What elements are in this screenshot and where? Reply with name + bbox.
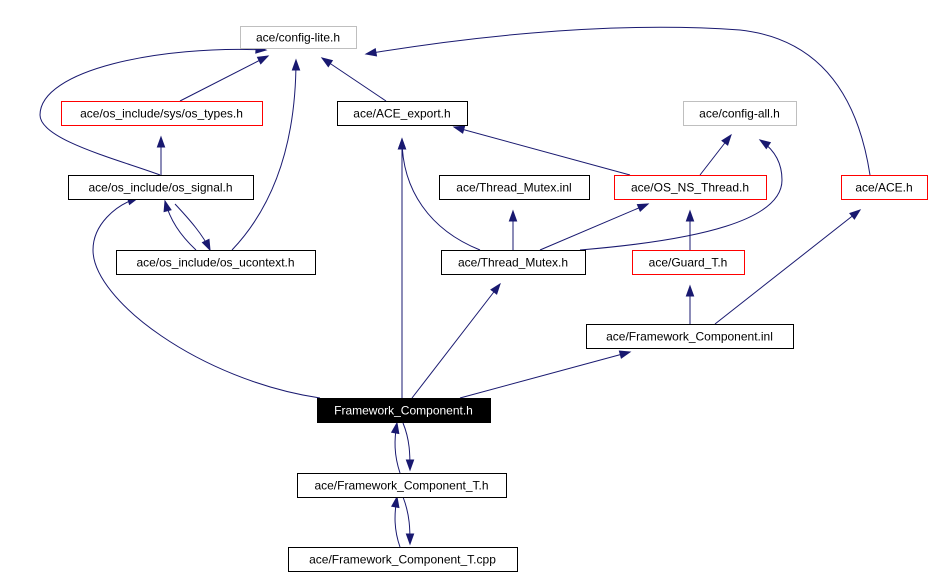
node-label: ace/OS_NS_Thread.h	[631, 181, 749, 195]
node-label: ace/ACE_export.h	[353, 107, 450, 121]
node-box	[614, 175, 767, 200]
edge-os-ucontext-to-config-lite-arrowhead	[291, 58, 301, 71]
node-box	[439, 175, 590, 200]
node-label: Framework_Component.h	[334, 404, 473, 418]
node-label: ace/os_include/os_signal.h	[88, 181, 232, 195]
edge-ace-export-to-config-lite	[321, 57, 387, 102]
node-box	[337, 101, 468, 126]
node-label: ace/Thread_Mutex.inl	[456, 181, 571, 195]
node-label: ace/os_include/sys/os_types.h	[80, 107, 243, 121]
edge-fc-inl-to-ace-h-arrowhead	[849, 209, 862, 220]
node-label: ace/Guard_T.h	[649, 256, 728, 270]
edge-fc-h-to-ace-export-arrowhead	[397, 137, 407, 150]
edge-thread-mutex-h-to-ace-export	[401, 138, 481, 251]
edge-os-ns-thread-to-ace-export	[453, 126, 631, 176]
edge-os-ucontext-to-os-signal-arrowhead	[163, 199, 172, 213]
node-label: ace/Framework_Component.inl	[606, 330, 773, 344]
node-os-ucontext[interactable]: ace/os_include/os_ucontext.h	[116, 250, 316, 275]
edge-os-ucontext-to-config-lite	[231, 59, 297, 251]
edge-fc-h-to-fc-inl-arrowhead	[618, 350, 632, 359]
node-guard-t[interactable]: ace/Guard_T.h	[632, 250, 745, 275]
edge-fc-inl-to-guard-t-arrowhead	[685, 284, 695, 297]
node-label: ace/os_include/os_ucontext.h	[136, 256, 294, 270]
node-thread-mutex-h[interactable]: ace/Thread_Mutex.h	[441, 250, 586, 275]
node-os-types[interactable]: ace/os_include/sys/os_types.h	[61, 101, 263, 126]
edge-os-types-to-config-lite	[179, 55, 269, 102]
node-config-all[interactable]: ace/config-all.h	[683, 101, 797, 126]
node-label: ace/ACE.h	[855, 181, 912, 195]
edge-fc-t-h-to-fc-h-arrowhead	[390, 421, 400, 435]
node-label: ace/Thread_Mutex.h	[458, 256, 568, 270]
node-box	[841, 175, 928, 200]
node-box	[317, 398, 491, 423]
node-box	[68, 175, 254, 200]
node-box	[297, 473, 507, 498]
edge-thread-mutex-h-to-os-ns-thread	[539, 203, 649, 251]
edge-ace-h-to-config-lite-arrowhead	[364, 48, 378, 57]
edge-fc-h-to-thread-mutex-h-arrowhead	[490, 282, 501, 295]
edge-os-ns-thread-to-config-all-arrowhead	[721, 133, 732, 146]
edge-os-signal-to-os-types-arrowhead	[156, 135, 166, 148]
node-fc-t-h[interactable]: ace/Framework_Component_T.h	[297, 473, 507, 498]
edge-fc-h-to-fc-inl	[459, 351, 631, 399]
edge-fc-inl-to-ace-h	[714, 209, 861, 325]
node-box	[240, 26, 357, 49]
node-box	[683, 101, 797, 126]
node-config-lite[interactable]: ace/config-lite.h	[240, 26, 357, 49]
node-label: ace/config-all.h	[699, 107, 780, 121]
node-os-signal[interactable]: ace/os_include/os_signal.h	[68, 175, 254, 200]
edge-fc-t-h-to-fc-t-cpp-arrowhead	[405, 533, 415, 546]
node-ace-h[interactable]: ace/ACE.h	[841, 175, 928, 200]
edge-thread-mutex-h-to-config-all-arrowhead	[758, 139, 772, 150]
node-box	[61, 101, 263, 126]
node-os-ns-thread[interactable]: ace/OS_NS_Thread.h	[614, 175, 767, 200]
node-box	[586, 324, 794, 349]
node-box	[116, 250, 316, 275]
node-label: ace/config-lite.h	[256, 31, 340, 45]
edge-fc-t-cpp-to-fc-t-h-arrowhead	[391, 495, 400, 509]
edge-os-signal-to-config-lite	[39, 48, 267, 176]
node-fc-t-cpp[interactable]: ace/Framework_Component_T.cpp	[288, 547, 518, 572]
edge-ace-export-to-config-lite-arrowhead	[320, 57, 334, 68]
edge-thread-mutex-h-to-config-all	[579, 139, 783, 251]
edge-ace-h-to-config-lite	[365, 26, 871, 176]
edge-os-types-to-config-lite-arrowhead	[256, 55, 270, 65]
edge-thread-mutex-h-to-inl-arrowhead	[508, 209, 518, 222]
edge-thread-mutex-h-to-os-ns-thread-arrowhead	[636, 203, 650, 213]
edge-fc-h-to-fc-t-h-arrowhead	[405, 459, 415, 472]
edge-fc-h-to-os-signal	[92, 197, 321, 399]
node-box	[632, 250, 745, 275]
edge-guard-t-to-os-ns-thread-arrowhead	[685, 209, 695, 222]
edge-fc-h-to-thread-mutex-h	[411, 283, 501, 399]
edge-os-ns-thread-to-ace-export-arrowhead	[452, 125, 466, 134]
node-thread-mutex-inl[interactable]: ace/Thread_Mutex.inl	[439, 175, 590, 200]
node-label: ace/Framework_Component_T.h	[314, 479, 488, 493]
node-box	[288, 547, 518, 572]
node-label: ace/Framework_Component_T.cpp	[309, 553, 496, 567]
node-fc-inl[interactable]: ace/Framework_Component.inl	[586, 324, 794, 349]
node-ace-export[interactable]: ace/ACE_export.h	[337, 101, 468, 126]
node-fc-h[interactable]: Framework_Component.h	[317, 398, 491, 423]
edge-os-signal-to-os-ucontext-arrowhead	[201, 238, 211, 252]
node-box	[441, 250, 586, 275]
